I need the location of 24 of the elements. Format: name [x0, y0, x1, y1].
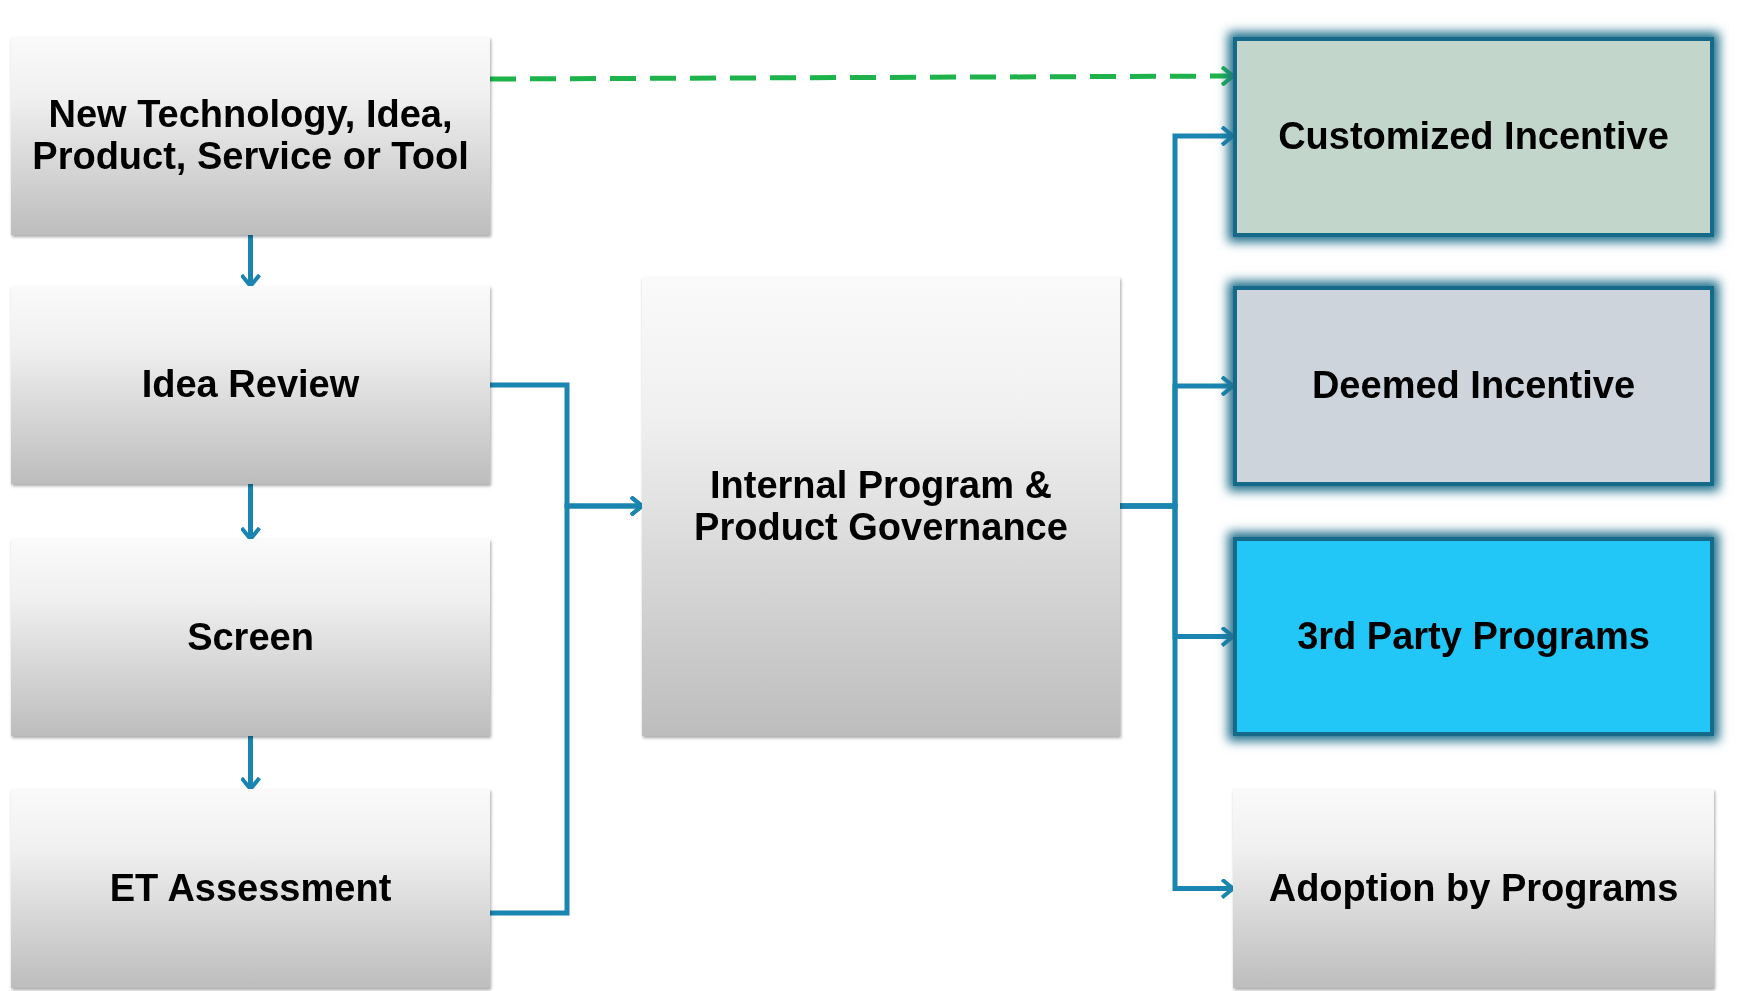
arrow — [239, 235, 262, 288]
box-label: Screen — [186, 616, 315, 659]
process-box — [11, 789, 490, 988]
box-label: Customized Incentive — [1277, 116, 1670, 158]
process-box — [1233, 537, 1714, 736]
arrow — [1120, 503, 1235, 900]
process-box — [1233, 789, 1714, 988]
process-box — [1233, 286, 1714, 486]
box-label: Adoption by Programs — [1267, 867, 1680, 910]
box-label: New Technology, Idea, Product, Service or Tool — [31, 94, 470, 178]
arrow — [490, 495, 644, 916]
process-box — [11, 286, 490, 484]
box-label: ET Assessment — [108, 867, 393, 910]
box-label: 3rd Party Programs — [1296, 615, 1651, 658]
process-box — [11, 37, 490, 235]
box-label: Deemed Incentive — [1310, 365, 1637, 407]
process-box — [11, 539, 490, 736]
arrow — [490, 65, 1235, 88]
arrow — [239, 484, 262, 541]
box-label: Internal Program & Product Governance — [693, 464, 1069, 549]
process-box — [1233, 37, 1714, 237]
process-box — [642, 277, 1120, 736]
arrow — [239, 736, 262, 791]
box-label: Idea Review — [140, 364, 361, 406]
